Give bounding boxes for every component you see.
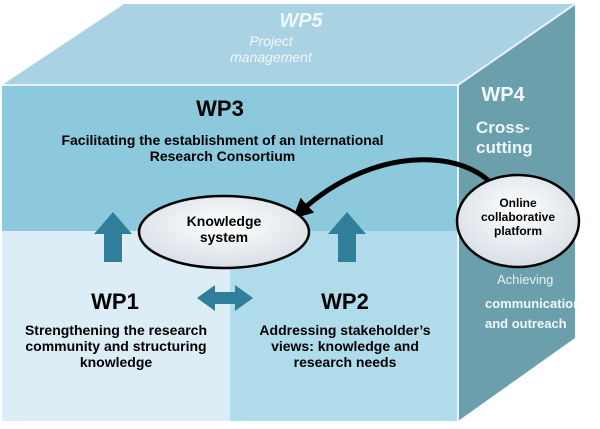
knowledge-system-label: Knowledge system (186, 213, 262, 246)
wp5-top-face (2, 4, 575, 85)
wp3-code: WP3 (196, 96, 244, 121)
knowledge-system-oval (137, 194, 311, 270)
wp4-code: WP4 (481, 84, 525, 106)
wp1-title: Strengthening the research community and… (24, 322, 208, 371)
wp4-title: Cross- cutting (476, 118, 533, 157)
platform-label: Online collaborative platform (480, 196, 556, 238)
wp4-subtitle-bold: communication and outreach (485, 296, 582, 331)
wp1-code: WP1 (91, 289, 139, 314)
double-arrow (197, 285, 253, 311)
platform-oval (455, 173, 581, 269)
wp5-title: Project management (230, 33, 312, 66)
wp2-title: Addressing stakeholder’s views: knowledg… (259, 322, 431, 371)
up-arrow-left (94, 212, 132, 262)
wp5-code: WP5 (279, 10, 323, 32)
up-arrow-right (328, 212, 366, 262)
wp4-subtitle-light: Achieving (497, 272, 554, 287)
wp2-code: WP2 (321, 289, 369, 314)
wp3-title: Facilitating the establishment of an Int… (61, 132, 384, 165)
